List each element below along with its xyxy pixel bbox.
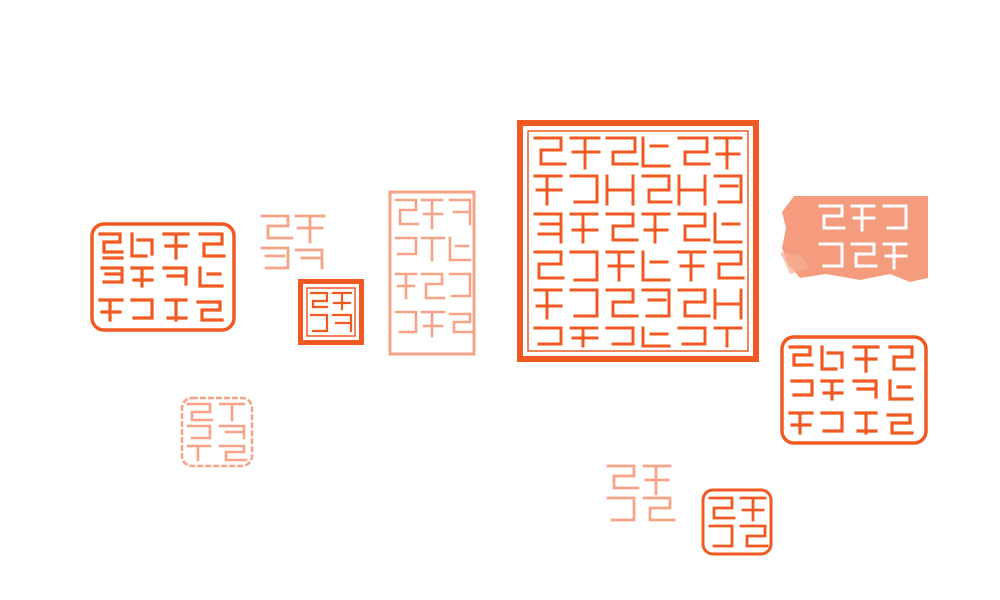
seal-6-image [780, 196, 928, 282]
seal-10-image [701, 488, 773, 556]
seal-5-image [517, 120, 759, 362]
seal-8-image [180, 396, 254, 468]
seal-stamp-double-frame-small [298, 279, 364, 345]
seal-stamp-faded-tall [388, 190, 476, 356]
seal-8-glyphs [186, 402, 248, 462]
seal-9-glyphs [606, 464, 676, 522]
seal-9-image [606, 464, 676, 522]
seal-4-glyphs [394, 198, 474, 338]
seal-1-image [90, 222, 236, 332]
seal-stamp-rough-edge [180, 396, 254, 468]
seal-5-glyphs [533, 136, 745, 348]
seal-6-glyphs [818, 204, 908, 270]
seal-2-image [260, 214, 326, 270]
seal-7-glyphs [788, 345, 916, 435]
seal-2-glyphs [260, 214, 326, 270]
seal-10-glyphs [708, 496, 769, 548]
seal-stamp-rounded-large-left [90, 222, 236, 332]
seal-7-image [780, 335, 928, 445]
seal-stamp-rounded-large-right [780, 335, 928, 445]
seal-3-image [298, 279, 364, 345]
seal-1-glyphs [98, 232, 226, 322]
seal-stamp-unframed-small [258, 210, 330, 276]
seal-stamp-large-bold-frame [517, 120, 759, 362]
seal-stamp-rounded-small-bottom [701, 488, 773, 556]
seal-3-glyphs [309, 291, 353, 333]
seal-4-image [388, 190, 476, 356]
seal-stamp-unframed-bottom [604, 462, 676, 526]
seal-stamp-smudged-block [780, 194, 930, 284]
